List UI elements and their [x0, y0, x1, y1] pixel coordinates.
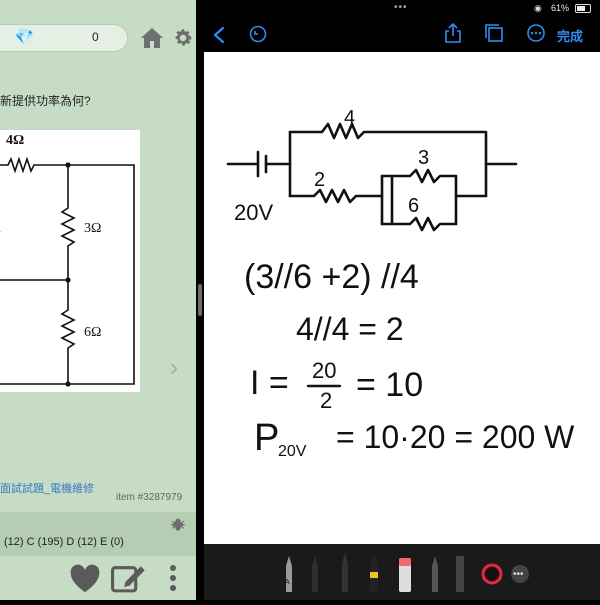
eraser-tool-icon[interactable]: [399, 558, 411, 592]
circuit-figure: 4Ω 3Ω 6Ω 2: [0, 130, 140, 392]
handwriting-layer: 4 3 2 6 20V (3//6 +2) //4 4//4 = 2 I = 2…: [226, 107, 575, 460]
note-canvas[interactable]: 4 3 2 6 20V (3//6 +2) //4 4//4 = 2 I = 2…: [204, 52, 600, 544]
svg-text:A: A: [285, 579, 290, 586]
hw-line-4-P: P: [254, 417, 279, 459]
share-icon[interactable]: [444, 22, 462, 44]
category-link[interactable]: 面試試題_電機維修: [0, 483, 95, 495]
svg-text:•••: •••: [513, 569, 524, 580]
split-view-divider[interactable]: [196, 0, 204, 600]
more-vertical-icon[interactable]: [168, 562, 178, 594]
undo-history-icon[interactable]: [248, 24, 268, 44]
done-button[interactable]: 完成: [557, 29, 584, 44]
hw-line-3-den: 2: [320, 388, 332, 413]
hw-line-4-sub: 20V: [278, 443, 307, 460]
ruler-tool-icon[interactable]: [456, 556, 464, 592]
divider-grip[interactable]: [198, 284, 202, 316]
score-value: 0: [92, 30, 99, 44]
diamond-icon: 💎: [14, 29, 34, 46]
home-icon[interactable]: [140, 26, 164, 50]
hw-3-label: 3: [418, 147, 429, 169]
bug-report-icon[interactable]: [170, 516, 186, 532]
more-tools-icon[interactable]: [511, 565, 529, 583]
hw-line-3-result: = 10: [356, 366, 423, 404]
r-top-label: 4Ω: [6, 133, 24, 148]
battery-icon: [575, 4, 591, 13]
notes-app-pane: ••• ◉ 61% 完成: [204, 0, 600, 600]
multitask-dots-icon[interactable]: •••: [394, 2, 408, 13]
next-question-chevron-icon[interactable]: ›: [170, 354, 178, 381]
r-low-label: 6Ω: [84, 325, 101, 340]
gear-icon[interactable]: [172, 27, 194, 49]
score-pill[interactable]: 💎 0: [0, 24, 128, 52]
hw-line-4-rest: = 10·20 = 200 W: [336, 419, 575, 455]
hw-line-3-num: 20: [312, 358, 336, 383]
monoline-tool-icon[interactable]: [312, 556, 318, 592]
circuit-diagram: 4Ω 3Ω 6Ω 2: [0, 133, 135, 387]
lasso-tool-icon[interactable]: [432, 556, 438, 592]
hw-20v-label: 20V: [234, 200, 273, 225]
hw-top-resistor-label: 4: [344, 107, 355, 129]
pencil-tool-palette: A •••: [204, 544, 600, 600]
status-bar: ••• ◉ 61%: [204, 0, 600, 16]
heart-icon[interactable]: [68, 562, 102, 594]
r-left-partial-label: 2: [0, 221, 1, 236]
edit-note-icon[interactable]: [110, 562, 146, 594]
battery-percent: 61%: [551, 3, 570, 13]
notes-toolbar: [204, 18, 600, 52]
answer-distribution: (12) C (195) D (12) E (0): [4, 536, 124, 548]
back-chevron-icon[interactable]: [212, 26, 226, 44]
r-mid-label: 3Ω: [84, 221, 101, 236]
fountain-pen-tool-icon[interactable]: [342, 552, 348, 592]
marker-tool-icon[interactable]: [370, 552, 378, 592]
quiz-app-pane: 💎 0 新提供功率為何? 4Ω 3Ω 6Ω 2 › 面試試題: [0, 0, 196, 600]
answer-stats-bar: [0, 512, 196, 556]
gallery-view-icon[interactable]: [484, 23, 504, 43]
hw-6-label: 6: [408, 195, 419, 217]
question-text: 新提供功率為何?: [0, 94, 91, 108]
wifi-icon: ◉: [534, 3, 542, 13]
tool-palette-drawing: A •••: [285, 552, 529, 592]
pen-tool-icon[interactable]: A: [285, 556, 292, 592]
more-options-icon[interactable]: [526, 23, 546, 43]
hw-line-3-prefix: I =: [250, 364, 289, 402]
color-picker-icon[interactable]: [481, 563, 503, 585]
hw-line-1: (3//6 +2) //4: [244, 258, 419, 296]
hw-2-label: 2: [314, 169, 325, 191]
hw-line-2: 4//4 = 2: [296, 311, 404, 347]
item-id: item #3287979: [116, 492, 183, 503]
